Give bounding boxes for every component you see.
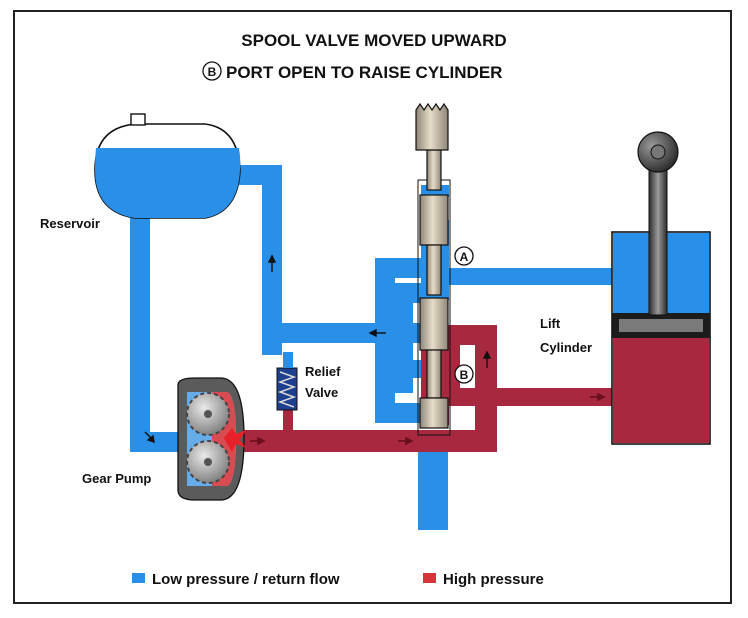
- reservoir-label: Reservoir: [40, 216, 100, 231]
- legend-low-pressure-swatch: [132, 573, 145, 583]
- port-a-label: A: [454, 246, 474, 266]
- flow-arrows: [144, 254, 492, 444]
- spool-valve: [415, 102, 449, 429]
- low-pressure-lines: [130, 165, 613, 530]
- svg-text:B: B: [208, 65, 217, 79]
- lift-cylinder-label-line2: Cylinder: [540, 340, 592, 355]
- legend: Low pressure / return flow High pressure: [132, 571, 544, 588]
- svg-text:B: B: [460, 368, 469, 382]
- relief-valve: [276, 367, 298, 411]
- legend-high-pressure-swatch: [423, 573, 436, 583]
- gear-pump: [177, 377, 246, 501]
- port-b-label: B: [454, 364, 474, 384]
- title-line-2: B PORT OPEN TO RAISE CYLINDER: [202, 61, 502, 82]
- legend-low-pressure-label: Low pressure / return flow: [152, 571, 340, 588]
- gear-pump-label: Gear Pump: [82, 471, 151, 486]
- legend-high-pressure-label: High pressure: [443, 571, 544, 588]
- svg-text:PORT OPEN TO RAISE CYLINDER: PORT OPEN TO RAISE CYLINDER: [226, 63, 502, 82]
- title-line-1: SPOOL VALVE MOVED UPWARD: [241, 31, 506, 50]
- port-b-badge-icon: [202, 61, 222, 81]
- lift-cylinder-label-line1: Lift: [540, 316, 561, 331]
- relief-valve-label-line2: Valve: [305, 385, 338, 400]
- high-pressure-arrows: [250, 392, 606, 446]
- lift-cylinder: [611, 131, 711, 445]
- svg-text:A: A: [460, 250, 469, 264]
- reservoir-tank: [94, 113, 241, 219]
- relief-valve-label-line1: Relief: [305, 364, 341, 379]
